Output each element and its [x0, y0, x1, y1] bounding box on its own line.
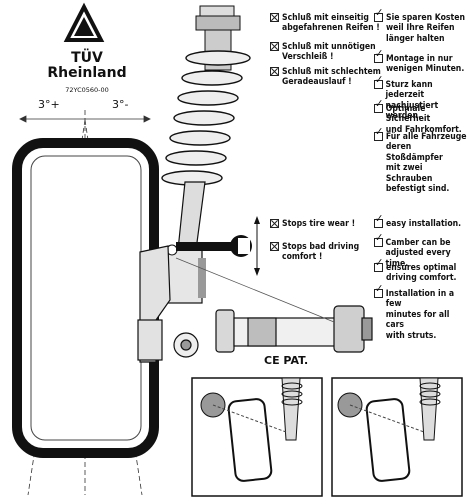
item-line: Montage in nur — [386, 54, 453, 64]
item-line: wenigen Minuten. — [386, 64, 465, 75]
check-box-icon — [374, 284, 383, 298]
item-line: easy installation. — [386, 219, 462, 229]
x-box-icon — [270, 13, 279, 22]
tuv-logo-text: TÜV Rheinland — [44, 51, 130, 81]
item-line: Sie sparen Kosten — [386, 13, 465, 23]
tuv-code: 72YC0560-00 — [65, 86, 109, 94]
steering-knuckle-icon — [137, 245, 199, 363]
item-line: befestigt sind. — [385, 184, 450, 195]
benefits-en-item: easy installation. — [374, 214, 462, 229]
item-line: deren Stoßdämpfer — [385, 142, 443, 163]
spring-strut-icon — [161, 5, 251, 304]
x-box-icon — [270, 242, 279, 251]
item-line: Schluß mit einseitig — [282, 13, 369, 23]
item-line: minutes for all cars — [385, 309, 450, 331]
x-box-icon — [270, 42, 279, 51]
item-line: Schluß mit schlechtem — [282, 67, 381, 77]
item-line: Verschleiß ! — [282, 52, 334, 63]
check-box-icon — [374, 75, 383, 89]
detail-panel-left — [191, 377, 323, 497]
item-line: länger halten — [386, 33, 445, 44]
item-line: mit zwei Schrauben — [385, 163, 433, 184]
item-line: und Fahrkomfort. — [385, 124, 462, 135]
item-line: adjusted every time. — [385, 248, 451, 269]
camber-bolt-icon — [175, 257, 373, 353]
check-box-icon — [374, 214, 383, 228]
tuv-logo-line1: TÜV — [71, 50, 103, 66]
item-line: abgefahrenen Reifen ! — [282, 23, 380, 34]
x-box-icon — [270, 67, 279, 76]
item-line: Für alle Fahrzeuge — [385, 132, 467, 142]
item-line: Stops bad driving — [282, 242, 360, 252]
x-box-icon — [270, 219, 279, 228]
item-line: with struts. — [385, 330, 437, 341]
detail-panel-right — [331, 377, 463, 497]
item-line: Optimale Sicherheit — [385, 104, 431, 125]
item-line: ensures optimal — [386, 263, 457, 273]
item-line: Schluß mit unnötigen — [282, 42, 376, 52]
tyre-icon — [12, 138, 159, 458]
angle-negative: 3°- — [112, 98, 129, 111]
check-box-icon — [374, 8, 383, 22]
ce-pat-mark: CE PAT. — [264, 354, 309, 367]
item-line: Installation in a few — [385, 289, 455, 310]
wrench-icon — [176, 216, 260, 276]
item-line: Sturz kann jederzeit — [385, 80, 433, 101]
check-box-icon — [374, 258, 383, 272]
check-box-icon — [374, 49, 383, 63]
check-box-icon — [374, 99, 383, 113]
check-box-icon — [374, 127, 383, 141]
item-line: nachjustiert werden. — [385, 100, 439, 122]
item-line: comfort ! — [282, 252, 323, 263]
item-line: Geradeauslauf ! — [282, 77, 352, 88]
tuv-triangle-icon — [63, 2, 105, 42]
item-line: Stops tire wear ! — [282, 219, 356, 229]
item-line: driving comfort. — [386, 273, 457, 284]
angle-positive: 3°+ — [38, 98, 60, 111]
problems-en-item: Stops tire wear ! — [270, 219, 355, 229]
item-line: weil Ihre Reifen — [386, 23, 455, 34]
check-box-icon — [374, 233, 383, 247]
item-line: Camber can be — [385, 238, 451, 248]
tuv-logo-line2: Rheinland — [47, 65, 127, 81]
